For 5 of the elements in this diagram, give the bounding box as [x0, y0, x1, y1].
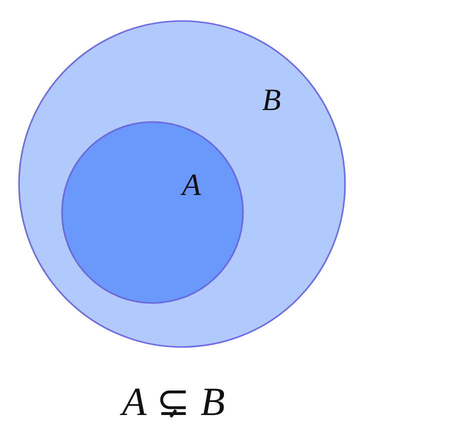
subset-circle — [61, 121, 244, 304]
set-label: B — [262, 84, 281, 115]
caption: A ⊊ B — [122, 382, 225, 422]
set-label: A — [182, 169, 201, 200]
superset-circle — [18, 20, 346, 348]
